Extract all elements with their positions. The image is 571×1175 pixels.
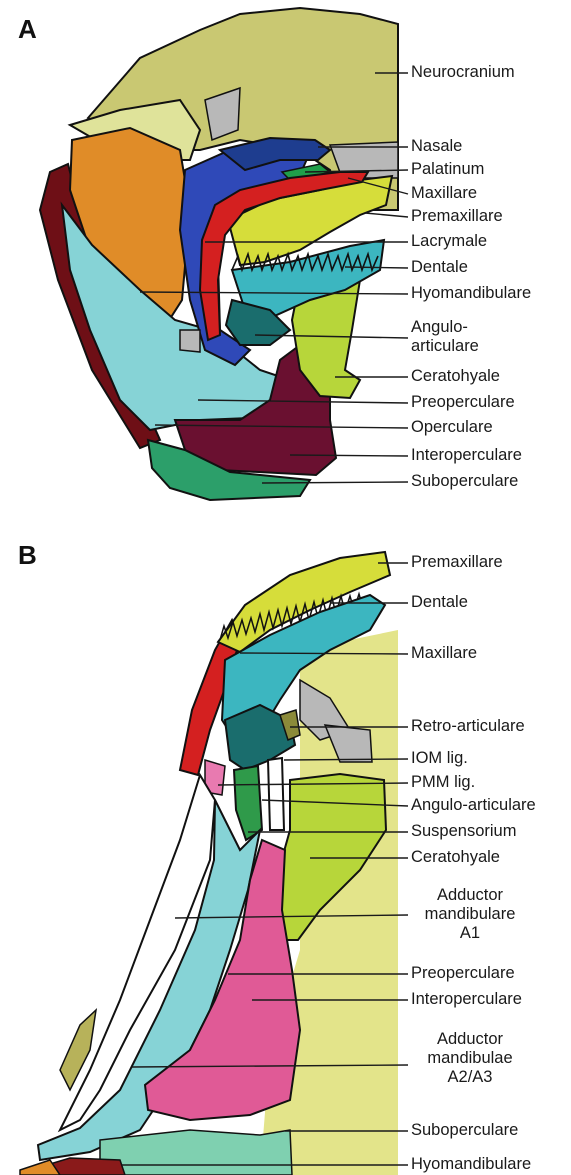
lead-b-maxillare xyxy=(240,653,408,654)
label-a-dentale: Dentale xyxy=(411,258,468,277)
label-a-nasale: Nasale xyxy=(411,137,462,156)
lead-a-premaxillare xyxy=(365,213,408,217)
gray-gap-jaw xyxy=(180,330,200,352)
label-a-interoperculare: Interoperculare xyxy=(411,446,522,465)
label-b-ceratohyale: Ceratohyale xyxy=(411,848,500,867)
label-b-premaxillare: Premaxillare xyxy=(411,553,503,572)
b-iom-area xyxy=(268,758,284,830)
label-b-angulo-articulare: Angulo-articulare xyxy=(411,796,536,815)
label-a-operculare: Operculare xyxy=(411,418,493,437)
lead-a-suboperculare xyxy=(262,482,408,483)
label-a-suboperculare: Suboperculare xyxy=(411,472,518,491)
label-a-neurocranium: Neurocranium xyxy=(411,63,515,82)
label-a-maxillare: Maxillare xyxy=(411,184,477,203)
label-b-iom-lig: IOM lig. xyxy=(411,749,468,768)
b-suspensorium-shape xyxy=(234,766,262,840)
label-b-adductor-a2a3: Adductor mandibulae A2/A3 xyxy=(415,1030,525,1087)
label-a-praeoperculare: Preoperculare xyxy=(411,393,515,412)
lead-b-iom-lig xyxy=(284,759,408,760)
label-b-dentale: Dentale xyxy=(411,593,468,612)
label-b-hyomandibulare: Hyomandibulare xyxy=(411,1155,531,1174)
panel-a: A xyxy=(0,0,571,520)
label-a-angulo-articulare: Angulo-articulare xyxy=(411,318,506,356)
label-b-suboperculare: Suboperculare xyxy=(411,1121,518,1140)
label-b-praeoperculare: Preoperculare xyxy=(411,964,515,983)
lead-a-interoperculare xyxy=(290,455,408,456)
label-a-hyomandibulare: Hyomandibulare xyxy=(411,284,531,303)
label-b-suspensorium: Suspensorium xyxy=(411,822,516,841)
lead-a-dentale xyxy=(345,267,408,268)
panel-b: B xyxy=(0,530,571,1175)
label-b-adductor-a1: Adductor mandibulare A1 xyxy=(415,886,525,943)
label-b-interoperculare: Interoperculare xyxy=(411,990,522,1009)
label-a-premaxillare: Premaxillare xyxy=(411,207,503,226)
label-b-pmm-lig: PMM lig. xyxy=(411,773,475,792)
label-a-palatinum: Palatinum xyxy=(411,160,484,179)
label-a-ceratohyale: Ceratohyale xyxy=(411,367,500,386)
label-a-lacrymale: Lacrymale xyxy=(411,232,487,251)
label-b-retro-articulare: Retro-articulare xyxy=(411,717,525,736)
b-suboperculare-shape xyxy=(100,1130,292,1175)
label-b-maxillare: Maxillare xyxy=(411,644,477,663)
